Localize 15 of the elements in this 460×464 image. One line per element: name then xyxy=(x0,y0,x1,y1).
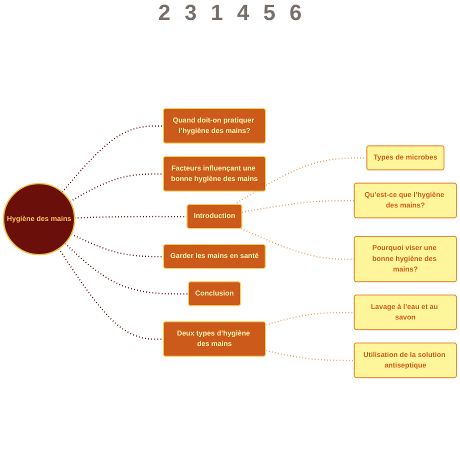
connector xyxy=(242,200,355,213)
number-label: 5 xyxy=(263,0,276,26)
connector xyxy=(240,228,355,260)
number-label: 1 xyxy=(210,0,223,26)
connector xyxy=(266,350,355,362)
number-label: 6 xyxy=(290,0,302,26)
connector xyxy=(70,233,164,258)
connector xyxy=(62,125,164,192)
connector xyxy=(70,173,164,202)
number-label: 3 xyxy=(184,0,197,26)
connector xyxy=(64,242,189,294)
number-label: 4 xyxy=(237,0,250,26)
number-label: 2 xyxy=(158,0,170,26)
connector xyxy=(266,312,355,326)
connector xyxy=(58,248,164,340)
